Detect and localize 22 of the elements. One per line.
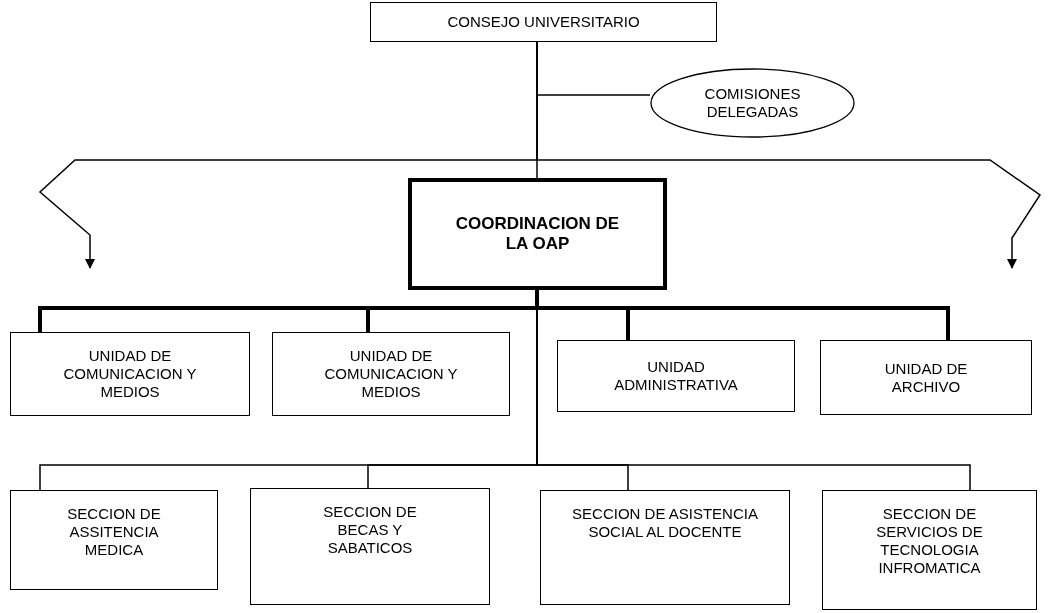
org-box	[10, 332, 250, 416]
box-label: SECCION DE BECAS Y SABATICOS	[322, 503, 418, 557]
ellipse-node	[650, 68, 855, 138]
org-box	[822, 490, 1037, 610]
box-label: UNIDAD DE COMUNICACION Y MEDIOS	[62, 347, 198, 401]
box-label: UNIDAD DE ARCHIVO	[883, 359, 969, 396]
box-label: SECCION DE ASISTENCIA SOCIAL AL DOCENTE	[571, 505, 759, 541]
org-box	[272, 332, 510, 416]
box-label: COORDINACION DE LA OAP	[454, 213, 621, 255]
coordination-box	[408, 178, 667, 290]
box-label: CONSEJO UNIVERSITARIO	[447, 13, 640, 31]
box-label: SECCION DE SERVICIOS DE TECNOLOGIA INFROMATICA	[875, 505, 984, 577]
org-box	[250, 488, 490, 605]
box-label: UNIDAD DE COMUNICACION Y MEDIOS	[323, 347, 459, 401]
box-label: COMISIONES DELEGADAS	[703, 85, 802, 121]
org-box	[557, 340, 795, 412]
org-box	[820, 340, 1032, 415]
org-box	[540, 490, 790, 605]
org-box	[10, 490, 218, 590]
org-box	[370, 2, 717, 42]
box-label: SECCION DE ASSITENCIA MEDICA	[66, 505, 162, 559]
box-label: UNIDAD ADMINISTRATIVA	[613, 358, 739, 394]
